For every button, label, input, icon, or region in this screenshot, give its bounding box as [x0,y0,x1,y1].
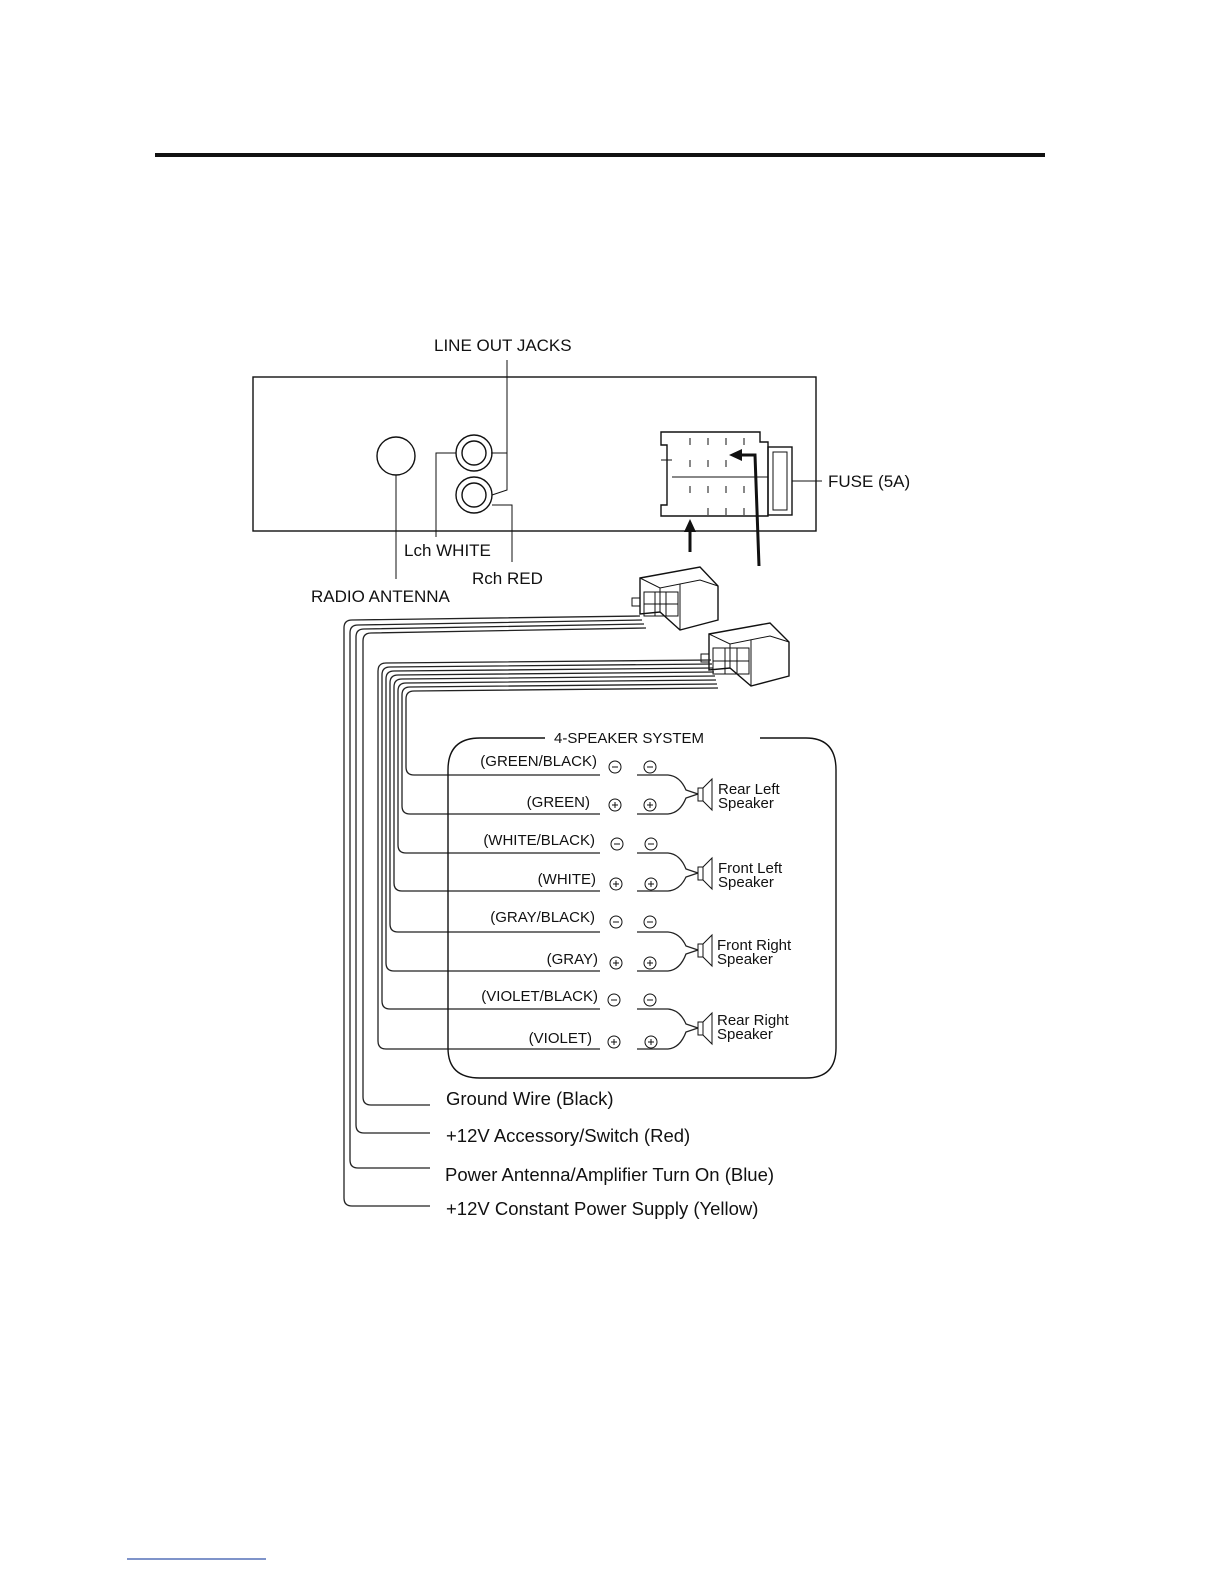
head-unit-rear-panel [252,376,817,567]
rch-jack-inner [461,482,487,508]
power-wire-bundle [343,615,647,1207]
minus-icon [643,760,657,774]
speaker-icon [697,1011,713,1046]
head-unit-body [252,376,817,532]
header-rule [155,153,1045,157]
rear-right-speaker-label: Rear Right [717,1012,790,1029]
speaker-icon [697,933,713,968]
rear-left-speaker-label: Rear Left [718,781,781,798]
minus-icon [643,993,657,1007]
minus-icon [608,760,622,774]
arrow-icon [729,449,761,567]
wire-label-green-black: (GREEN/BLACK) [480,753,597,770]
minus-icon [609,915,623,929]
iso-connector-socket [660,431,769,517]
plus-icon [607,1035,621,1049]
plus-icon [644,877,658,891]
speaker-icon [697,777,713,812]
minus-icon [643,915,657,929]
constant-power-wire-label: +12V Constant Power Supply (Yellow) [446,1198,758,1219]
front-right-speaker-label: Front Right [717,937,792,954]
wire-label-green: (GREEN) [527,794,590,811]
radio-antenna-jack [376,436,416,476]
speaker-icon [697,856,713,891]
fuse [767,446,793,516]
front-right-speaker-label-2: Speaker [717,951,773,968]
minus-icon [644,837,658,851]
plus-icon [644,1035,658,1049]
front-left-speaker-label-2: Speaker [718,874,774,891]
wire-label-violet: (VIOLET) [529,1030,592,1047]
label-leaders [395,360,822,579]
wire-label-gray-black: (GRAY/BLACK) [490,909,595,926]
plus-icon [609,956,623,970]
front-left-speaker-label: Front Left [718,860,783,877]
wire-label-gray: (GRAY) [547,951,598,968]
lch-white-label: Lch WHITE [404,541,491,560]
speaker-wire-bundle [377,659,719,1050]
minus-icon [607,993,621,1007]
polarity-symbols [607,760,658,1049]
fuse-label: FUSE (5A) [828,472,910,491]
arrow-icon [684,519,696,552]
plus-icon [608,798,622,812]
rear-right-speaker-label-2: Speaker [717,1026,773,1043]
plus-icon [643,798,657,812]
speaker-leads [637,774,699,1050]
minus-icon [610,837,624,851]
accessory-wire-label: +12V Accessory/Switch (Red) [446,1125,690,1146]
rear-left-speaker-label-2: Speaker [718,795,774,812]
line-out-jacks-label: LINE OUT JACKS [434,336,572,355]
wire-label-white: (WHITE) [538,871,596,888]
speaker-system-label: 4-SPEAKER SYSTEM [554,730,704,747]
plus-icon [609,877,623,891]
speaker-system-frame [447,737,837,1079]
plus-icon [643,956,657,970]
lch-jack-inner [461,440,487,466]
wire-label-violet-black: (VIOLET/BLACK) [481,988,598,1005]
rch-red-label: Rch RED [472,569,543,588]
ground-wire-label: Ground Wire (Black) [446,1088,614,1109]
radio-antenna-label: RADIO ANTENNA [311,587,451,606]
power-antenna-wire-label: Power Antenna/Amplifier Turn On (Blue) [445,1164,774,1185]
harness-plug-speaker [700,622,790,687]
harness-plug-power [631,566,719,631]
wire-label-white-black: (WHITE/BLACK) [483,832,595,849]
